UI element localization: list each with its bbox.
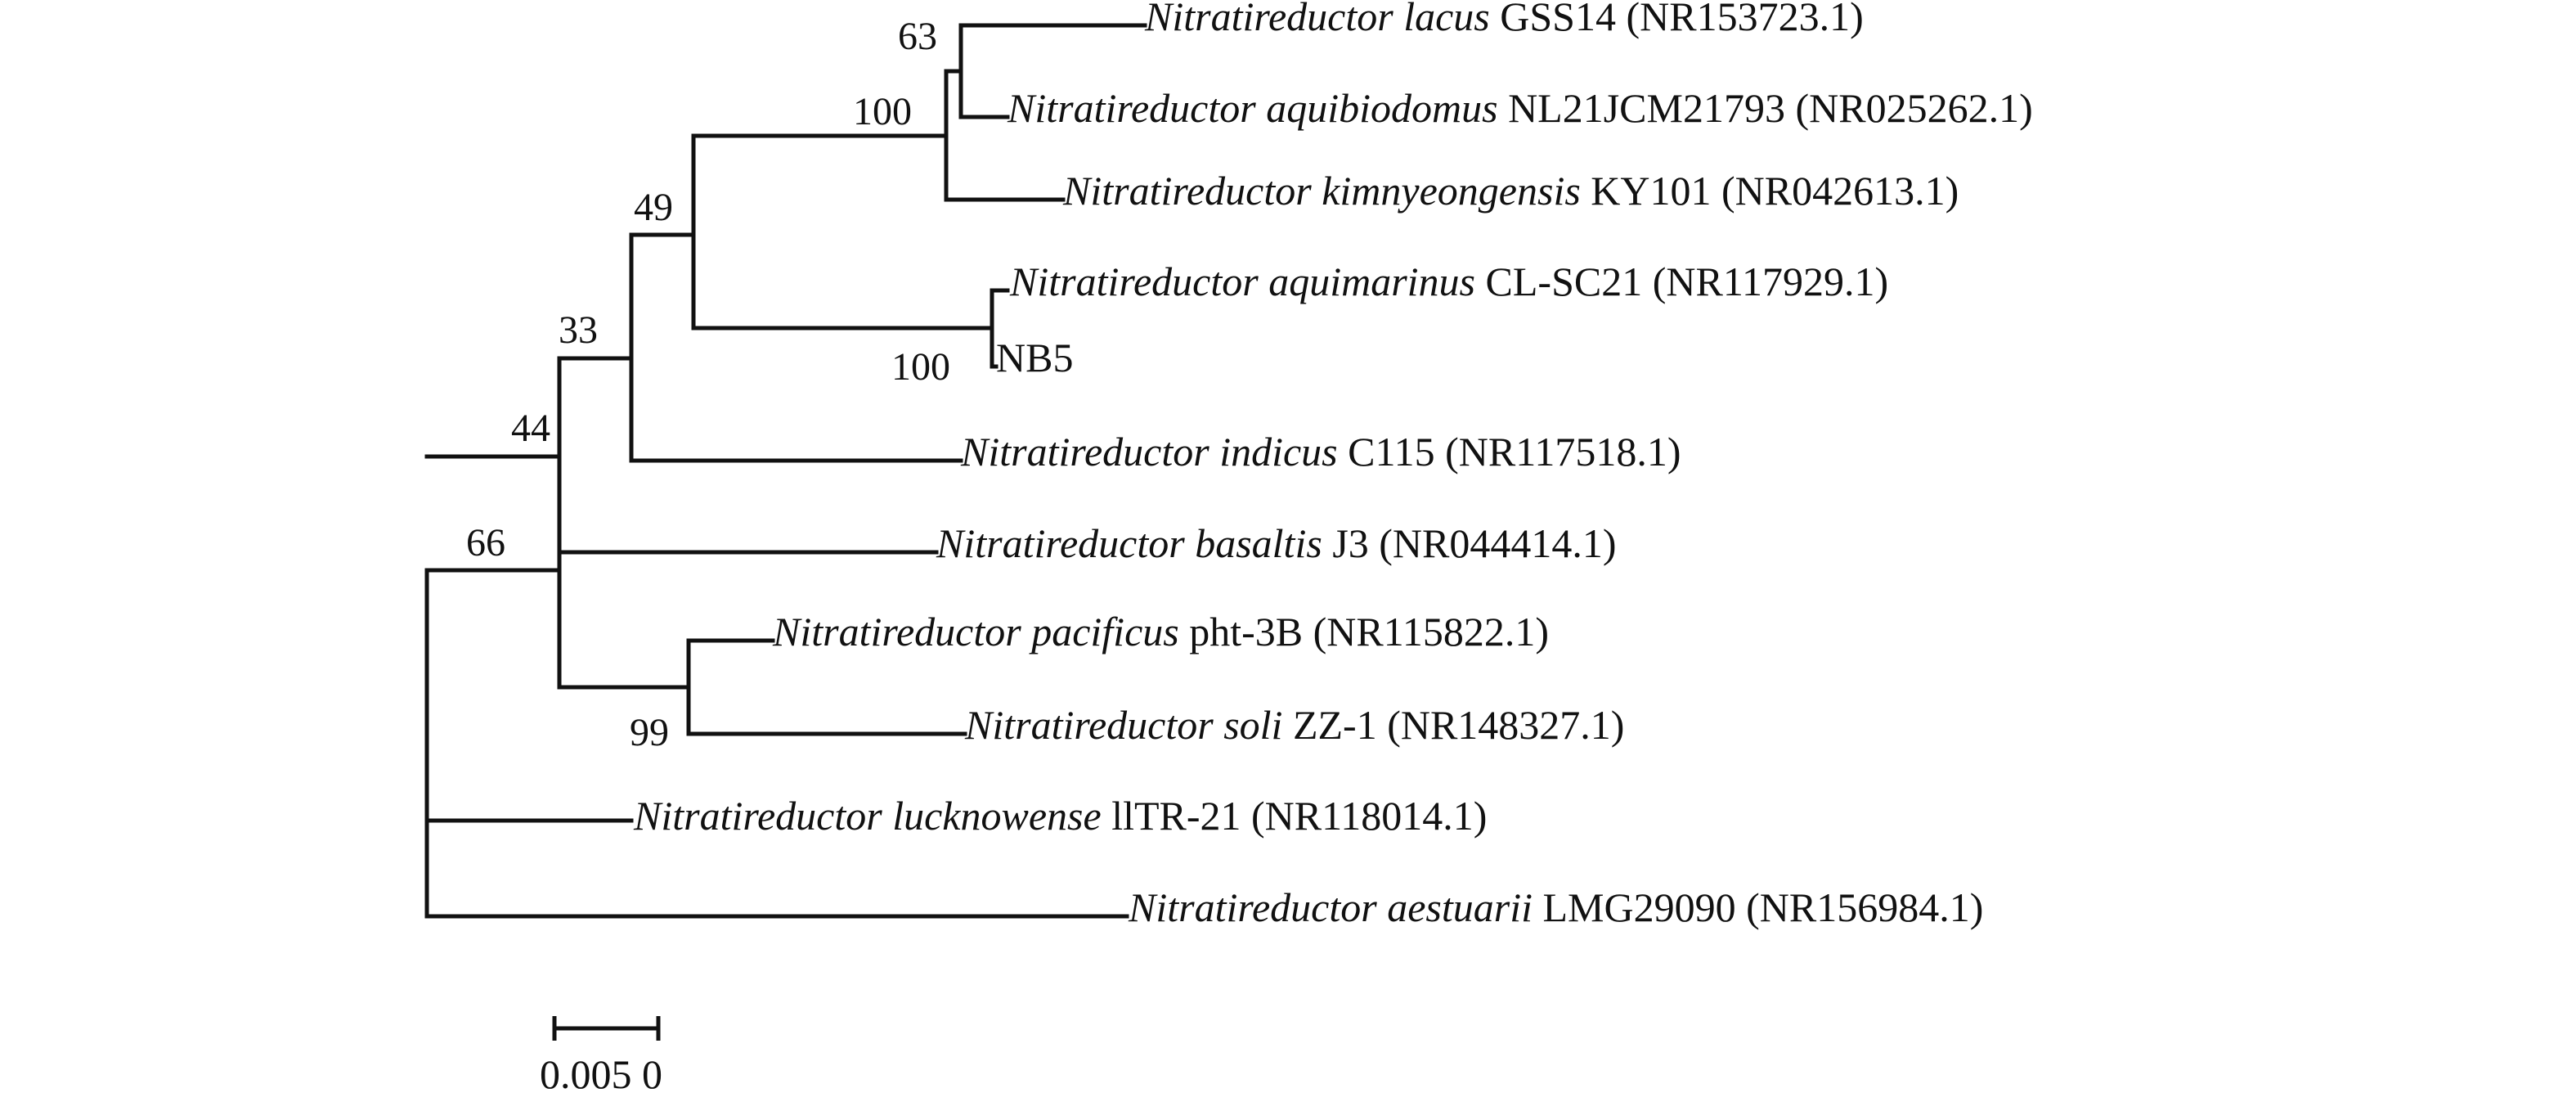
support-value-node-100-nb5: 100 — [891, 345, 950, 389]
taxon-label-aquibiodomus: Nitratireductor aquibiodomus NL21JCM2179… — [1008, 88, 2033, 128]
taxon-label-basaltis: Nitratireductor basaltis J3 (NR044414.1) — [936, 523, 1617, 564]
taxon-binomial-aestuarii: Nitratireductor aestuarii — [1129, 884, 1533, 930]
taxon-binomial-lucknowense: Nitratireductor lucknowense — [634, 793, 1102, 839]
support-value-node-99: 99 — [630, 711, 669, 754]
taxon-label-soli: Nitratireductor soli ZZ-1 (NR148327.1) — [965, 704, 1624, 745]
taxon-strain-pacificus: pht-3B (NR115822.1) — [1178, 609, 1550, 654]
taxon-strain-aquibiodomus: NL21JCM21793 (NR025262.1) — [1497, 85, 2033, 131]
taxon-label-lucknowense: Nitratireductor lucknowense llTR-21 (NR1… — [634, 795, 1487, 836]
taxon-label-indicus: Nitratireductor indicus C115 (NR117518.1… — [961, 431, 1681, 472]
taxon-binomial-aquibiodomus: Nitratireductor aquibiodomus — [1008, 85, 1498, 131]
taxon-binomial-soli: Nitratireductor soli — [965, 702, 1283, 748]
taxon-label-pacificus: Nitratireductor pacificus pht-3B (NR1158… — [773, 611, 1549, 652]
support-value-node-63: 63 — [898, 15, 937, 58]
taxon-binomial-lacus: Nitratireductor lacus — [1145, 0, 1490, 39]
support-value-node-44: 44 — [511, 407, 550, 450]
taxon-label-aestuarii: Nitratireductor aestuarii LMG29090 (NR15… — [1129, 887, 1983, 928]
taxon-label-lacus: Nitratireductor lacus GSS14 (NR153723.1) — [1145, 0, 1864, 37]
support-value-node-33: 33 — [559, 308, 598, 352]
taxon-binomial-basaltis: Nitratireductor basaltis — [936, 520, 1322, 566]
taxon-strain-lacus: GSS14 (NR153723.1) — [1489, 0, 1864, 39]
taxon-strain-soli: ZZ-1 (NR148327.1) — [1282, 702, 1625, 748]
taxon-label-aquimarinus: Nitratireductor aquimarinus CL-SC21 (NR1… — [1010, 261, 1888, 302]
taxon-binomial-indicus: Nitratireductor indicus — [961, 429, 1338, 475]
taxon-strain-aquimarinus: CL-SC21 (NR117929.1) — [1475, 259, 1889, 304]
taxon-strain-aestuarii: LMG29090 (NR156984.1) — [1533, 884, 1984, 930]
taxon-label-nb5: NB5 — [996, 337, 1073, 378]
taxon-strain-nb5: NB5 — [996, 335, 1074, 380]
support-value-node-49: 49 — [634, 186, 673, 229]
taxon-strain-indicus: C115 (NR117518.1) — [1337, 429, 1681, 475]
taxon-binomial-kimnyeongensis: Nitratireductor kimnyeongensis — [1063, 168, 1581, 214]
taxon-strain-kimnyeongensis: KY101 (NR042613.1) — [1580, 168, 1959, 214]
support-value-node-100-top: 100 — [853, 90, 912, 133]
taxon-label-kimnyeongensis: Nitratireductor kimnyeongensis KY101 (NR… — [1063, 170, 1959, 211]
taxon-binomial-aquimarinus: Nitratireductor aquimarinus — [1010, 259, 1476, 304]
taxon-binomial-pacificus: Nitratireductor pacificus — [773, 609, 1179, 654]
support-value-node-66: 66 — [466, 521, 505, 564]
taxon-strain-basaltis: J3 (NR044414.1) — [1322, 520, 1617, 566]
scale-bar-label: 0.005 0 — [540, 1051, 662, 1097]
taxon-strain-lucknowense: llTR-21 (NR118014.1) — [1101, 793, 1488, 839]
